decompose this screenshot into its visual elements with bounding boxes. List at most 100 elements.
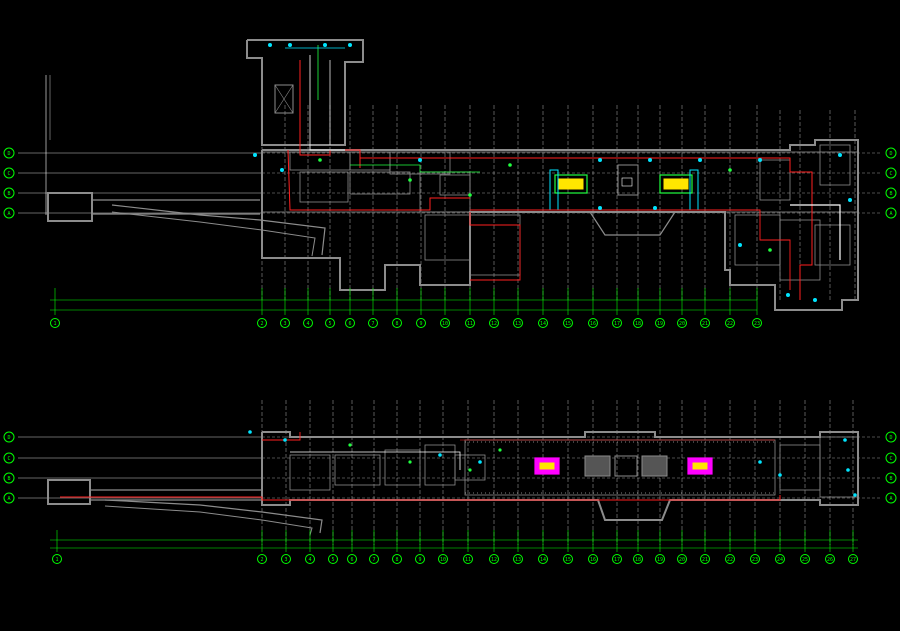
row-axis-A-left-label: A (7, 496, 10, 502)
row-axis-C-left-label: C (7, 171, 10, 177)
fixture-12 (848, 198, 852, 202)
column-axis-5-circle (328, 554, 338, 564)
column-axis-15-label: 15 (565, 321, 571, 327)
column-axis-22-circle (725, 318, 735, 328)
white-pipe-riser (309, 55, 345, 151)
column-axis-24-circle (775, 554, 785, 564)
room-1 (349, 151, 391, 171)
row-axis-B-right-circle (885, 472, 897, 484)
stair-cyan-1 (689, 169, 699, 211)
red-pipe-north (262, 432, 301, 441)
column-axis-8: 8 (392, 554, 402, 564)
column-axis-12: 12 (489, 318, 499, 328)
row-axis-C-left-label: C (7, 456, 10, 462)
column-axis-9-circle (415, 554, 425, 564)
column-axis-8: 8 (392, 318, 402, 328)
column-axis-1: 1 (50, 318, 60, 328)
column-axis-17-circle (612, 554, 622, 564)
column-axis-10-label: 10 (440, 557, 446, 563)
fixture-0 (268, 43, 272, 47)
column-axis-5: 5 (325, 318, 335, 328)
column-axis-13: 13 (513, 554, 523, 564)
row-axis-D-right: D (885, 147, 897, 159)
column-axis-17: 17 (612, 318, 622, 328)
column-axis-21-label: 21 (702, 321, 708, 327)
column-axis-3-label: 3 (283, 321, 286, 327)
column-axis-10-circle (438, 554, 448, 564)
column-axis-1-circle (50, 318, 60, 328)
column-axis-8-label: 8 (395, 321, 398, 327)
column-axis-17-circle (612, 318, 622, 328)
column-axis-17: 17 (612, 554, 622, 564)
column-axis-18: 18 (633, 554, 643, 564)
column-axis-21-circle (700, 318, 710, 328)
sprinkler-0 (318, 158, 322, 162)
shaft-equipment-x2 (274, 84, 294, 114)
column-axis-5-label: 5 (331, 557, 334, 563)
row-axis-C-right: C (885, 167, 897, 179)
column-axis-27-circle (848, 554, 858, 564)
column-axis-6-label: 6 (348, 321, 351, 327)
room-3 (299, 171, 349, 203)
row-axis-D-left: D (3, 147, 15, 159)
row-axis-B-left-label: B (7, 476, 10, 482)
fixture-3 (348, 43, 352, 47)
platform-band (261, 151, 859, 213)
column-axis-20-circle (677, 554, 687, 564)
column-axis-7-label: 7 (371, 321, 374, 327)
fixture-5 (843, 438, 847, 442)
column-axis-12-circle (489, 554, 499, 564)
column-axis-24-label: 24 (777, 557, 783, 563)
column-axis-1-label: 1 (53, 321, 56, 327)
column-axis-15: 15 (563, 318, 573, 328)
column-axis-19-label: 19 (657, 321, 663, 327)
left-tunnel-box (47, 479, 91, 505)
column-axis-19-label: 19 (657, 557, 663, 563)
column-axis-17-label: 17 (614, 321, 620, 327)
room-6 (819, 436, 859, 498)
column-axis-5: 5 (328, 554, 338, 564)
column-axis-15-circle (563, 318, 573, 328)
column-axis-23-circle (752, 318, 762, 328)
lower-dimension-chain (50, 530, 858, 552)
row-axis-A-left-circle (3, 207, 15, 219)
column-axis-10: 10 (440, 318, 450, 328)
row-axis-A-left: A (3, 492, 15, 504)
column-axis-16-circle (588, 554, 598, 564)
row-axis-A-right: A (885, 492, 897, 504)
room-0 (289, 454, 331, 491)
column-axis-7-circle (368, 318, 378, 328)
sprinkler-1 (408, 178, 412, 182)
column-axis-10-circle (440, 318, 450, 328)
column-axis-2-label: 2 (260, 557, 263, 563)
column-axis-5-circle (325, 318, 335, 328)
row-axis-A-right: A (885, 207, 897, 219)
fixture-6 (418, 158, 422, 162)
lower-stair-well (589, 211, 676, 236)
column-axis-14-circle (538, 318, 548, 328)
red-pipe-loop-1 (287, 149, 470, 211)
column-axis-11: 11 (463, 554, 473, 564)
stair-block-2 (641, 455, 668, 477)
column-axis-7: 7 (369, 554, 379, 564)
lower-row-axis-lines (18, 436, 880, 499)
column-axis-13-circle (513, 554, 523, 564)
row-axis-B-left-label: B (7, 191, 10, 197)
row-axis-A-left-label: A (7, 211, 10, 217)
escalator-frame-1 (659, 174, 693, 194)
column-axis-4-circle (303, 318, 313, 328)
column-axis-12-circle (489, 318, 499, 328)
red-pipe-main (60, 495, 781, 501)
sprinkler-2 (468, 468, 472, 472)
fixture-15 (598, 206, 602, 210)
sprinkler-4 (728, 168, 732, 172)
ramp-curve-outer (104, 499, 323, 534)
red-pipe-south (470, 209, 791, 290)
room-11 (814, 224, 851, 266)
column-axis-2-label: 2 (260, 321, 263, 327)
